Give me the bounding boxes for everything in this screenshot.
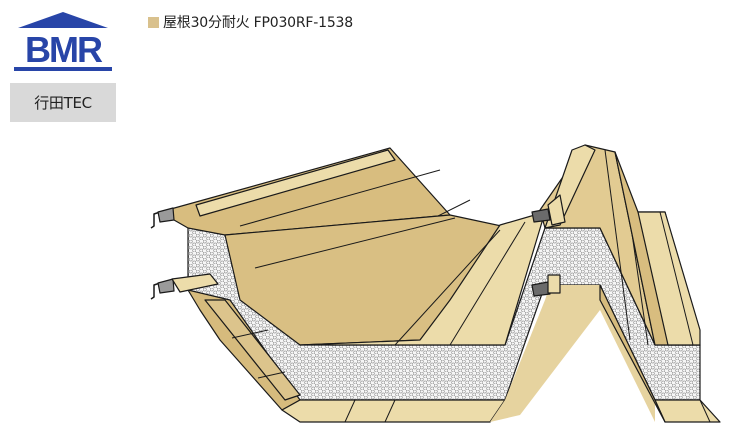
title-swatch (148, 16, 159, 28)
valley-face (299, 211, 546, 346)
joint-clip-lower-center (531, 274, 561, 297)
product-title-text: 屋根30分耐火 FP030RF-1538 (163, 15, 353, 31)
logo-text: BMR (25, 29, 103, 70)
site-badge: 行田TEC (10, 83, 116, 122)
joint-clip-upper-center (531, 194, 566, 226)
joint-clip-upper-left (150, 207, 175, 229)
joint-clip-lower-left (150, 278, 175, 300)
product-title: 屋根30分耐火 FP030RF-1538 (148, 12, 353, 32)
site-badge-label: 行田TEC (34, 94, 92, 112)
house-roof-icon: BMR (14, 12, 112, 71)
bottom-face-right (654, 399, 721, 423)
bmr-logo: BMR (10, 10, 116, 74)
